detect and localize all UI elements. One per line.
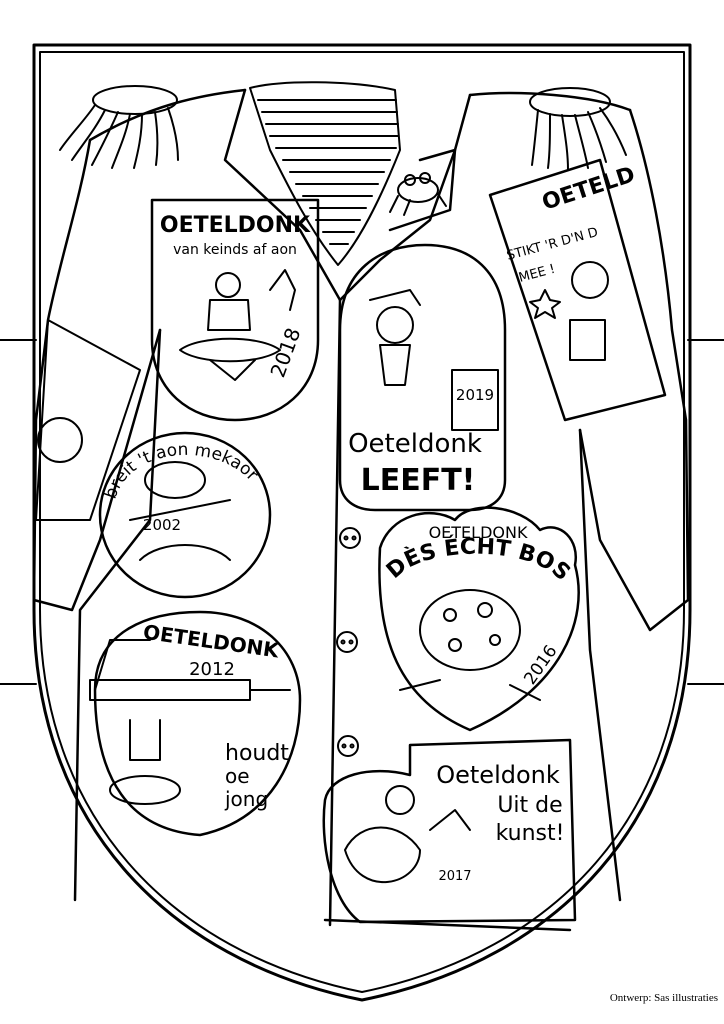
jacket bbox=[32, 88, 690, 932]
ribbon-line2: MEE ! bbox=[517, 262, 557, 286]
credit-text: Ontwerp: Sas illustraties bbox=[609, 992, 718, 1004]
patch-2017: Oeteldonk Uit de kunst! 2017 bbox=[322, 738, 577, 924]
striped-shirt bbox=[249, 81, 401, 266]
patch-2012-line3: jong bbox=[224, 787, 268, 811]
ribbon-line1: STIKT 'R D'N D bbox=[505, 225, 599, 264]
patch-2012-line1: houdt bbox=[225, 741, 289, 766]
patch-2017-year: 2017 bbox=[438, 869, 471, 884]
patch-2002: breit 't aon mekaor 2002 bbox=[98, 431, 272, 599]
patch-2017-line3: kunst! bbox=[496, 821, 565, 846]
patch-2016-top: OETELDONK bbox=[429, 523, 528, 542]
frog-pin bbox=[389, 172, 447, 216]
shield-inner-outline bbox=[39, 51, 685, 993]
patch-2017-line1: Oeteldonk bbox=[436, 761, 560, 789]
patch-2018-subtitle: van keinds af aon bbox=[173, 242, 297, 258]
patch-left-sleeve bbox=[35, 319, 141, 521]
patch-2002-year: 2002 bbox=[143, 516, 181, 534]
patch-ribbon: OETELD STIKT 'R D'N D MEE ! bbox=[488, 158, 667, 422]
ribbon-title: OETELD bbox=[539, 162, 638, 215]
patch-2012-title: OETELDONK bbox=[142, 620, 282, 663]
left-epaulette bbox=[59, 85, 179, 169]
patch-2018-year: 2018 bbox=[265, 325, 305, 381]
right-epaulette bbox=[529, 87, 627, 171]
patch-2019-year: 2019 bbox=[456, 386, 494, 404]
patch-2012: OETELDONK 2012 houdt oe jong bbox=[89, 610, 302, 837]
patch-2017-line2: Uit de bbox=[497, 793, 562, 818]
patch-2019-big: LEEFT! bbox=[361, 463, 476, 498]
patch-2019: 2019 Oeteldonk LEEFT! bbox=[338, 243, 507, 512]
patch-2012-year: 2012 bbox=[189, 659, 235, 680]
patch-2019-title: Oeteldonk bbox=[348, 429, 482, 459]
patch-2018-title: OETELDONK bbox=[160, 213, 311, 238]
patch-2012-line2: oe bbox=[225, 764, 250, 788]
background-lines bbox=[0, 339, 724, 685]
shield-outline bbox=[32, 43, 692, 1002]
jacket-buttons bbox=[336, 527, 361, 757]
patch-2018: OETELDONK van keinds af aon 2018 bbox=[150, 198, 320, 422]
patch-2016-arc: DÈS ÉCHT BOSCH bbox=[0, 0, 575, 586]
